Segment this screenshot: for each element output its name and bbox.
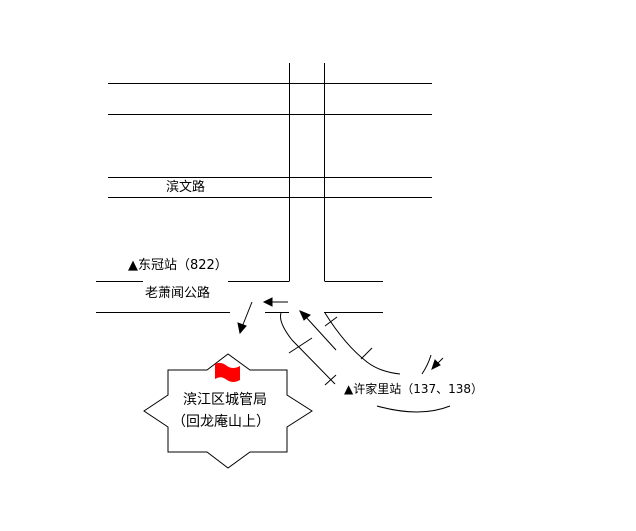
path-curves: [280, 312, 451, 413]
route-arrows: [237, 297, 444, 370]
road-label-laoxiaowen: 老萧闻公路: [145, 286, 211, 301]
upper-roads: [108, 63, 432, 281]
road-label-binwen: 滨文路: [166, 180, 206, 195]
station-label-xujiali: ▲许家里站（137、138）: [344, 382, 484, 396]
red-flag-icon: [215, 362, 240, 382]
destination-star-outline: [143, 353, 313, 469]
destination-location: （回龙庵山上）: [172, 414, 270, 430]
destination-name: 滨江区城管局: [183, 392, 267, 408]
laoxiaowen-road-lines: [96, 281, 383, 313]
station-label-dongguan: ▲东冠站（822）: [128, 258, 228, 273]
